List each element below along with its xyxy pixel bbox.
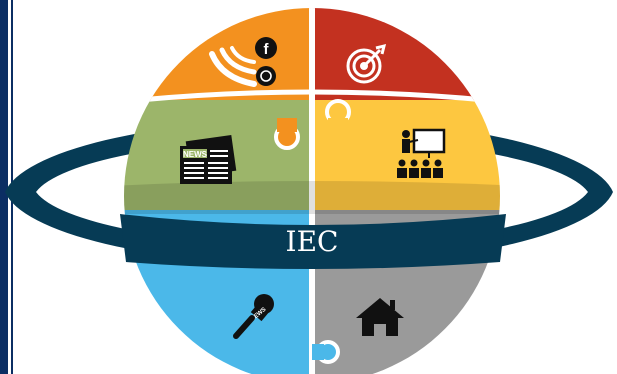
social-media-icon: f bbox=[209, 37, 277, 87]
facebook-letter: f bbox=[264, 41, 270, 58]
ring-shadow bbox=[124, 181, 500, 214]
presentation-icon bbox=[397, 128, 446, 178]
puzzle-knob-orange-neck bbox=[277, 118, 297, 132]
facebook-icon bbox=[255, 37, 277, 59]
upper-divider bbox=[124, 89, 500, 107]
puzzle-knob-blue-neck bbox=[312, 344, 324, 360]
home-icon bbox=[356, 298, 404, 336]
puzzle-knob-yellow-neck bbox=[328, 118, 348, 128]
sphere bbox=[124, 8, 500, 374]
microphone-icon: NEWS bbox=[233, 294, 274, 339]
newspaper-icon: NEWS bbox=[180, 134, 237, 184]
whatsapp-icon bbox=[256, 66, 276, 86]
segment-target bbox=[312, 8, 500, 100]
segment-social-media bbox=[124, 8, 312, 100]
page-left-border bbox=[0, 0, 8, 374]
ring-label-band bbox=[120, 214, 506, 269]
newspaper-text: NEWS bbox=[183, 150, 208, 159]
target-icon bbox=[346, 43, 387, 84]
center-label: IEC bbox=[286, 225, 339, 258]
